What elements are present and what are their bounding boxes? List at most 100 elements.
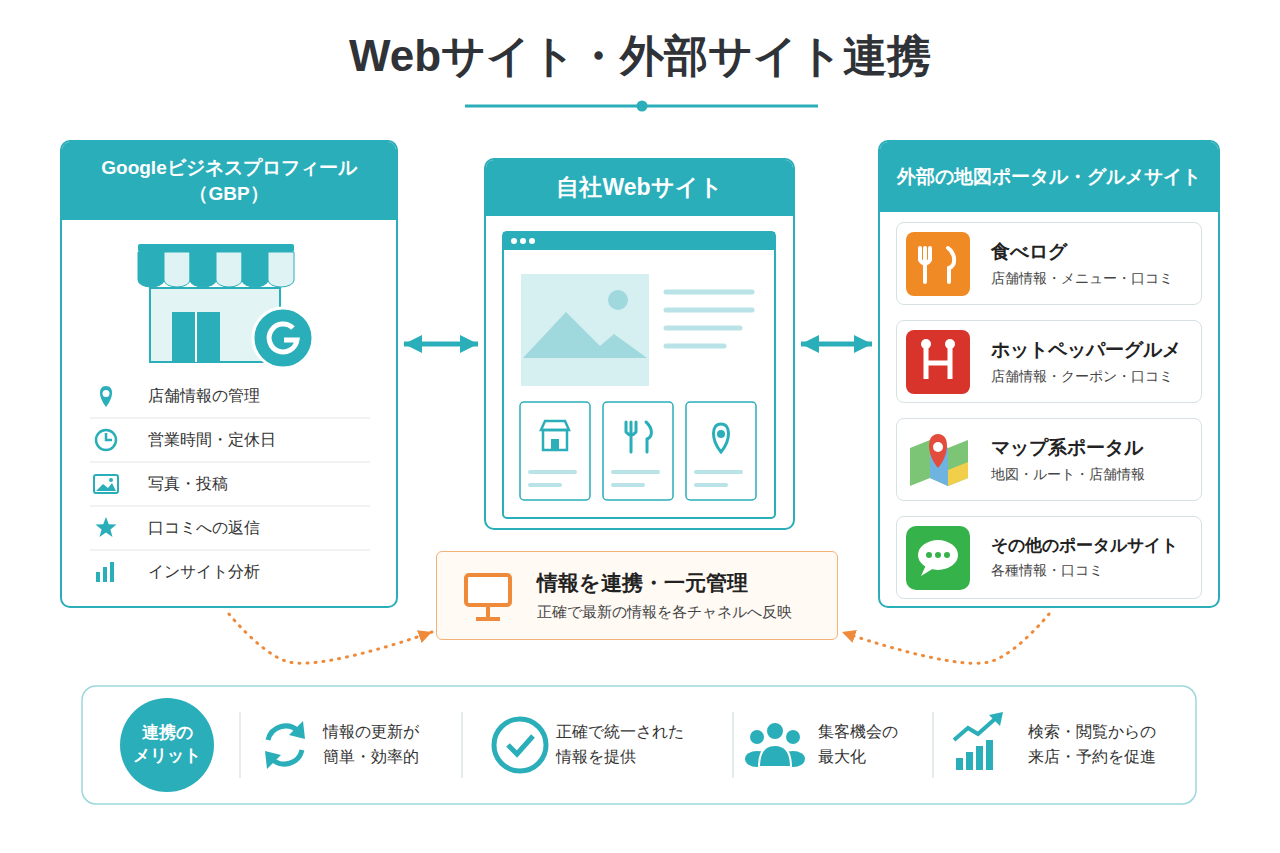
tabelog-icon-part-part [920,248,930,282]
list-icons-part [106,433,112,440]
panel-heading: 外部の地図ポータル・グルメサイト [897,164,1201,190]
growth-icon-part [986,740,993,770]
dotted-arrow [229,614,432,663]
refresh-icon [265,721,305,769]
browser-illustration-part-part [714,424,729,452]
map-icon-part [933,442,943,452]
monitor-icon-part [466,575,510,605]
list-icons-part [94,475,118,493]
chat-icon-part [906,526,970,590]
browser-illustration-part-part [666,308,752,313]
map-icon [910,434,968,486]
panel-header: Googleビジネスプロフィール （GBP） [62,142,396,220]
hotpepper-icon-part [921,339,931,349]
merit-text: 正確で統一された 情報を提供 [556,720,686,770]
gbp-panel: Googleビジネスプロフィール （GBP） 店舗情報の管理営業時間・定休日写真・… [60,140,398,608]
browser-illustration-part [541,421,569,430]
list-row: 口コミへの返信 [62,506,396,550]
portal-card: ホットペッパーグルメ店舗情報・クーポン・口コミ [896,320,1202,403]
merit-text: 情報の更新が 簡単・効率的 [323,720,421,770]
browser-illustration-part-part [666,290,752,295]
merit-text: 集客機会の 最大化 [818,720,900,770]
people-icon-part [766,722,784,740]
browser-illustration-part [543,430,567,450]
browser-illustration-part [666,292,752,346]
list-icons-part [103,567,107,582]
merit-band-part-part [239,712,240,778]
store-illustration-part [195,312,197,362]
list-separators [90,418,370,550]
dotted-arrow [842,614,1049,663]
list-row: インサイト分析 [62,550,396,594]
people-icon-part [786,730,800,744]
chat-icon [906,526,970,590]
browser-illustration-part [686,402,756,500]
portal-card: 食べログ店舗情報・メニュー・口コミ [896,222,1202,305]
chat-icon-part [926,552,932,558]
awning-stripes-part [190,252,216,287]
store-illustration-part [172,312,220,362]
merit-band-part-part [932,712,933,778]
growth-icon-part [954,718,996,740]
awning-stripes [138,252,294,287]
feature-item: インサイト分析 [148,561,260,583]
tabelog-icon-part [906,232,970,296]
title-underline [465,101,818,112]
website-panel: 自社Webサイト [484,158,795,530]
monitor-icon-part [476,617,500,621]
feature-item: 写真・投稿 [148,473,228,495]
hotpepper-icon-part [926,346,950,379]
summary-box-fill [436,551,838,640]
tabelog-icon [906,232,970,296]
browser-illustration-part [503,232,775,250]
list-row: 店舗情報の管理 [62,374,396,418]
refresh-icon-part [289,721,305,739]
portal-card: マップ系ポータル地図・ルート・店舗情報 [896,418,1202,501]
list-icons-part [96,483,116,491]
list-icons-part [96,430,116,450]
merit-band [82,686,1196,804]
merit-band-part [240,712,933,778]
box-title: その他のポータルサイト [991,534,1178,557]
chat-icon-part [918,540,958,570]
panel-heading: 自社Webサイト [556,172,722,203]
box-description: 店舗情報・メニュー・口コミ [991,270,1173,288]
browser-illustration-part [521,274,649,386]
merit-text: 検索・閲覧からの 来店・予約を促進 [1028,720,1158,770]
browser-illustration-part [529,238,535,244]
growth-icon [954,712,1003,770]
list-separators-part [90,549,370,550]
box-title: ホットペッパーグルメ [991,337,1181,363]
monitor-icon-part [486,605,490,617]
browser-illustration-part-part [530,483,560,487]
browser-illustration-part [551,439,559,450]
browser-illustration-part [503,232,775,518]
list-icons-part [109,478,113,482]
merit-circle: 連携の メリット [120,698,214,792]
google-badge [253,308,313,368]
store-illustration-part [138,244,294,252]
panel-header: 自社Webサイト [486,160,793,216]
browser-illustration-part [511,238,517,244]
list-icons-part [96,517,117,537]
browser-illustration-part-part [613,470,658,474]
browser-illustration-part-part [530,470,575,474]
browser-illustration-part [603,402,673,500]
list-icons-part [100,386,112,407]
awning-stripes-part [164,252,190,287]
hotpepper-icon [906,330,970,394]
awning-stripes-part [242,252,268,287]
awning-stripes-part [268,252,294,287]
double-arrow [404,342,478,347]
portal-panel: 外部の地図ポータル・グルメサイト食べログ店舗情報・メニュー・口コミホットペッパー… [878,140,1220,608]
map-icon-part [948,462,968,486]
list-row: 写真・投稿 [62,462,396,506]
list-row: 営業時間・定休日 [62,418,396,462]
feature-item: 営業時間・定休日 [148,429,276,451]
check-icon-part [494,719,546,771]
summary-box-fill-part [436,551,838,640]
google-badge-part [253,308,313,368]
box-title: 情報を連携・一元管理 [537,569,748,597]
list-icons [94,386,118,582]
tabelog-icon-part-part [948,248,954,282]
